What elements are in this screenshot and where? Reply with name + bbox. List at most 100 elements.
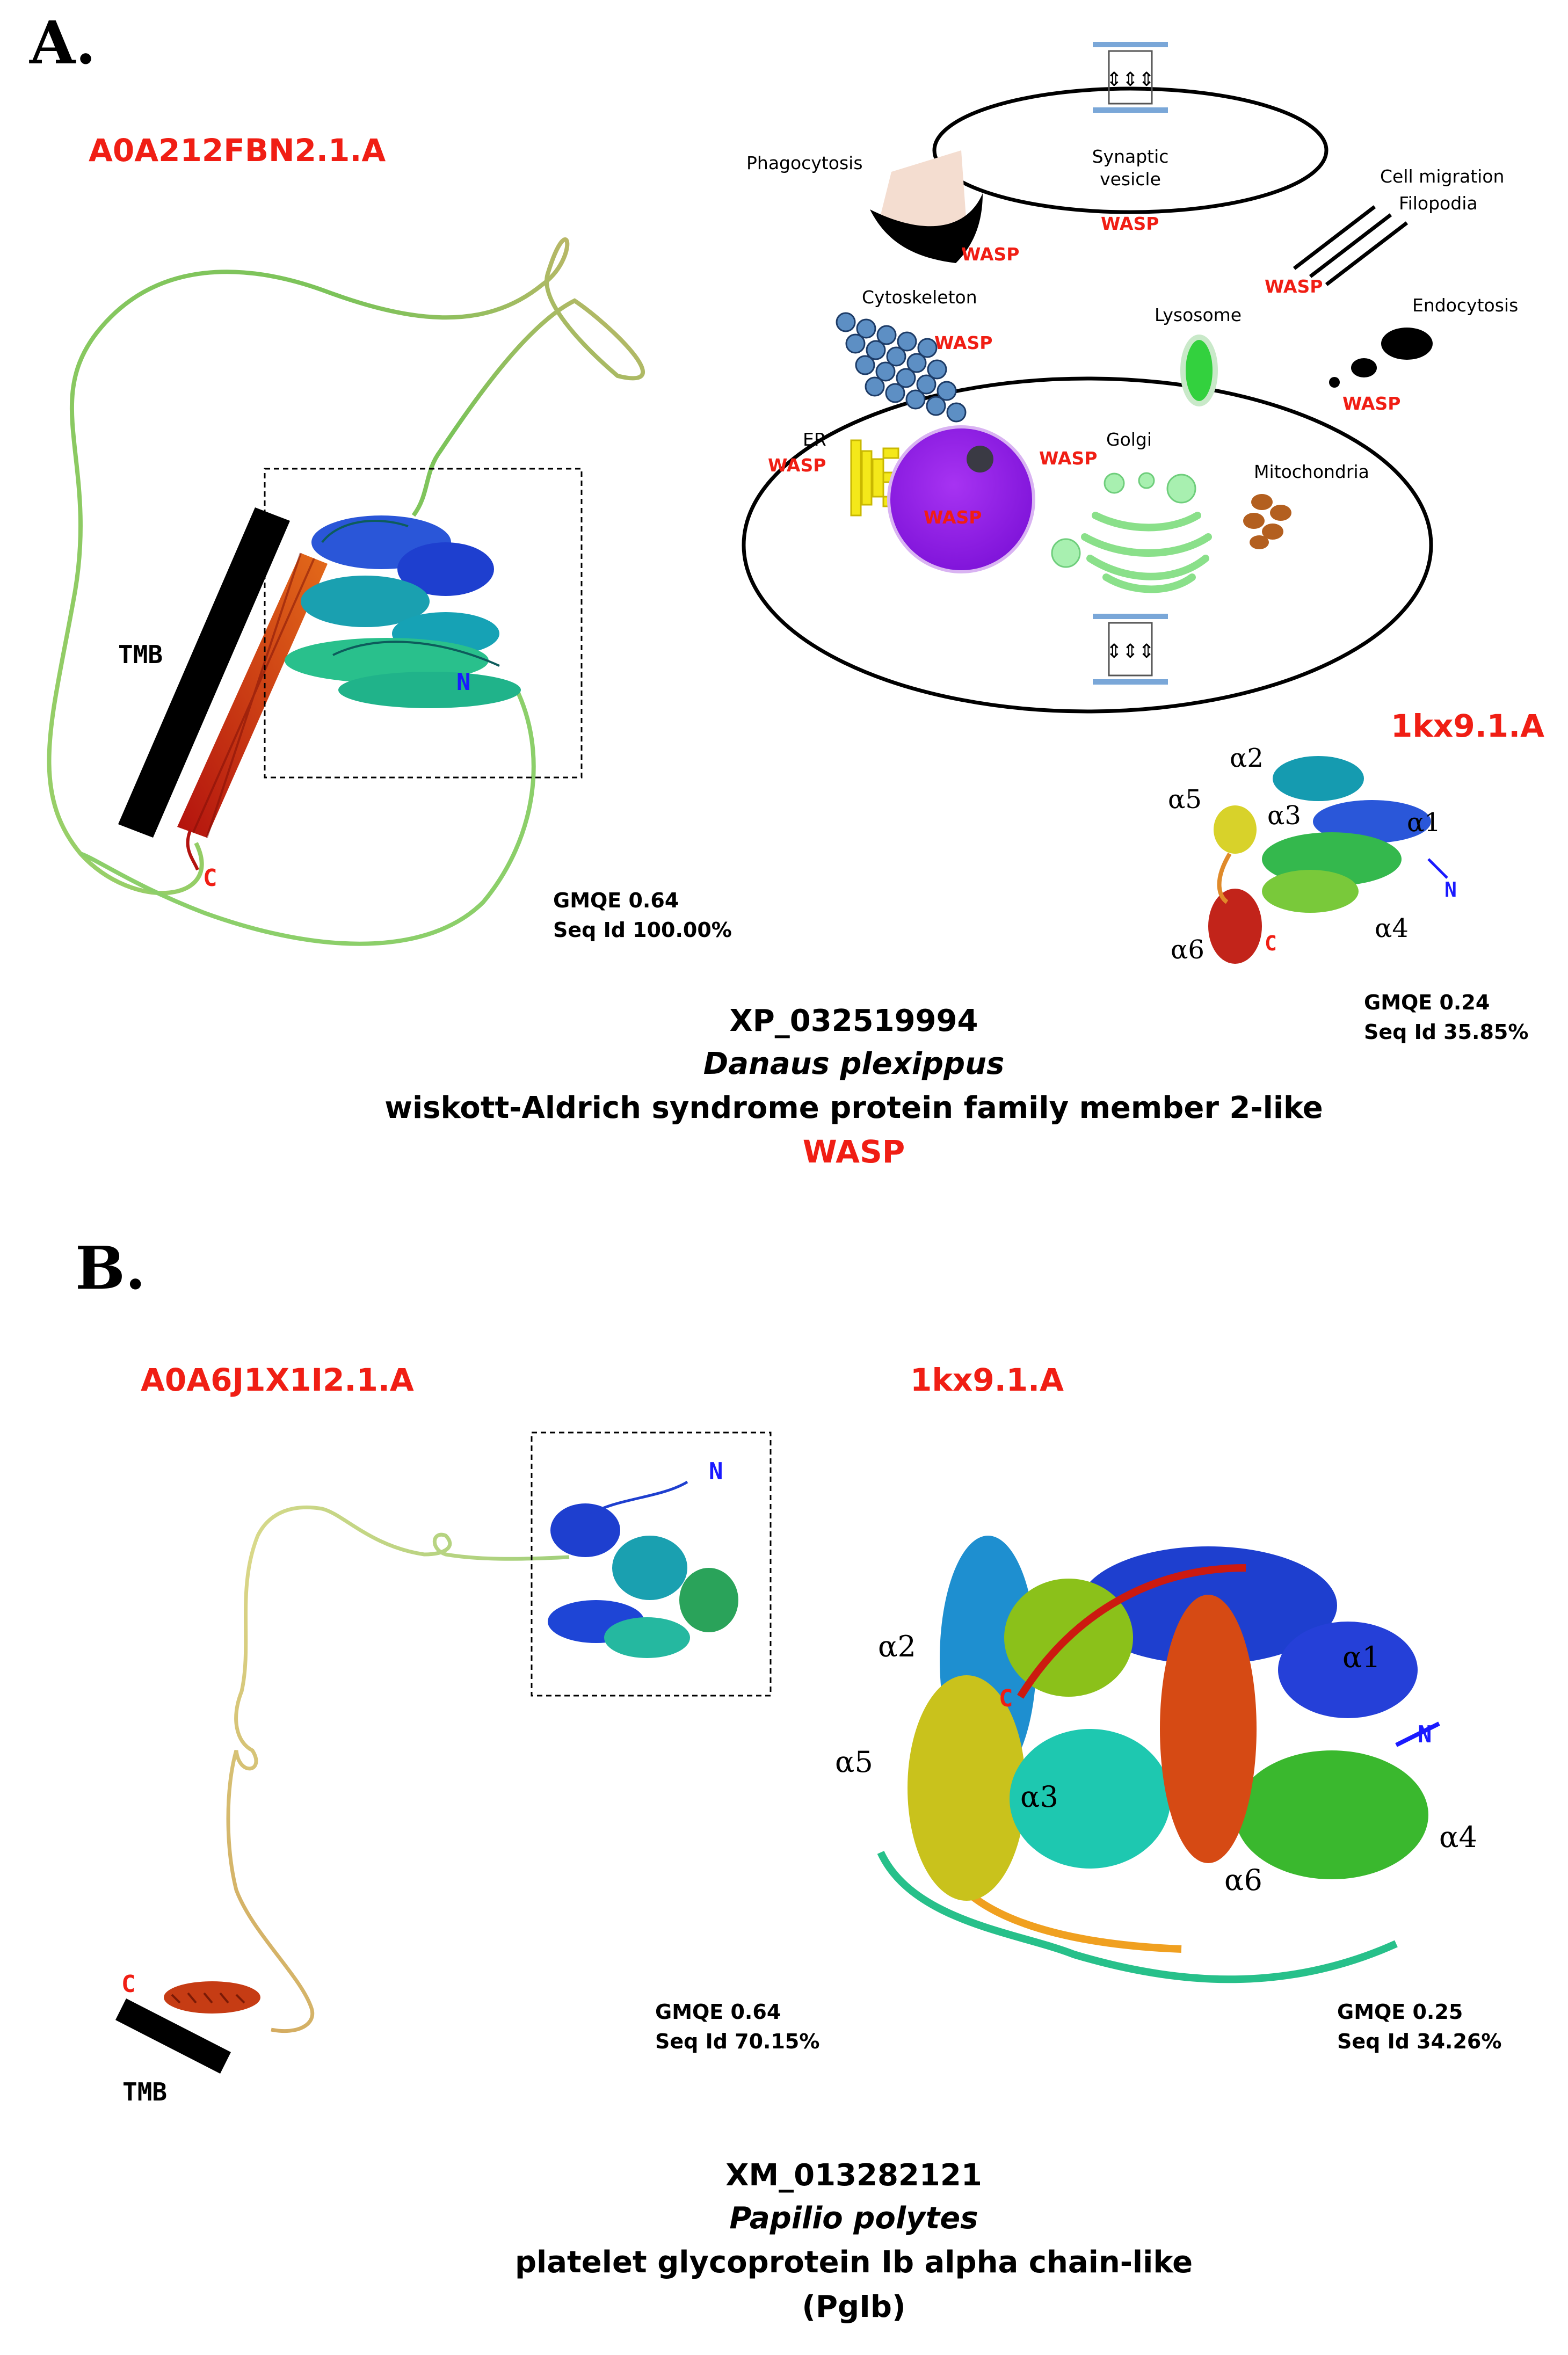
tmb-bar (118, 507, 290, 838)
label-endocytosis: Endocytosis (1412, 295, 1518, 316)
synaptic-vesicle (932, 86, 1329, 214)
wasp-er: WASP (768, 455, 826, 476)
cytoskeleton-bead (897, 331, 917, 352)
domain-box (264, 468, 583, 779)
cytoskeleton-beads (836, 312, 967, 423)
wasp-endocytosis: WASP (1342, 393, 1400, 414)
cytoskeleton-bead (865, 376, 885, 397)
panel-a-tmb: TMB (118, 640, 163, 669)
panel-a-template-c: C (1265, 932, 1277, 955)
panel-a-protein: wiskott-Aldrich syndrome protein family … (384, 1091, 1323, 1125)
disordered-loop (226, 1505, 570, 2033)
transmembrane-helix (164, 1981, 260, 2014)
panel-b-accession: XM_013282121 (725, 2158, 982, 2193)
wasp-nucleus: WASP (924, 507, 982, 528)
synapse-complex-bottom: ⇕⇕⇕ (1093, 614, 1168, 685)
panel-b-short-name: (PgIb) (802, 2289, 905, 2324)
phagocytosed-particle (881, 150, 967, 242)
wasp-phagocytosis: WASP (961, 244, 1019, 265)
panel-a-template-seqid: Seq Id 35.85% (1364, 1020, 1528, 1044)
endocytic-vesicle-large (1381, 328, 1433, 360)
panel-a-model-seqid: Seq Id 100.00% (553, 918, 732, 942)
panel-b-tmb: TMB (122, 2077, 167, 2106)
panel-b-model-id: A0A6J1X1I2.1.A (141, 1362, 414, 1398)
panel-b-template-id: 1kx9.1.A (910, 1362, 1064, 1398)
panel-a-helix-label-3: α3 (1267, 801, 1301, 831)
domain-box (531, 1431, 772, 1697)
panel-a-template-id: 1kx9.1.A (1391, 708, 1544, 744)
cytoskeleton-bead (856, 318, 876, 339)
panel-b-template-structure: N C α1 α2 α3 α4 α5 α6 (835, 1536, 1477, 1983)
wasp-golgi: WASP (1039, 448, 1097, 469)
label-synaptic: Synaptic (1092, 146, 1169, 167)
nucleus (887, 425, 1035, 573)
panel-b-template-seqid: Seq Id 34.26% (1337, 2030, 1501, 2053)
svg-text:⇕⇕⇕: ⇕⇕⇕ (1106, 69, 1155, 91)
label-er: ER (803, 429, 826, 450)
wasp-cytoskeleton: WASP (934, 332, 992, 353)
endocytic-vesicle-small (1329, 377, 1340, 388)
panel-a-letter: A. (29, 8, 96, 77)
lysosome (1180, 335, 1218, 406)
golgi-vesicles (1051, 472, 1196, 568)
panel-b-helix-label-2: α2 (878, 1630, 916, 1663)
disordered-loop (47, 237, 645, 896)
panel-a-c-terminus: C (203, 864, 217, 892)
tmb-bar (115, 1998, 231, 2074)
cytoskeleton-bead (927, 359, 947, 380)
label-filopodia: Filopodia (1399, 193, 1478, 214)
synapse-complex-top: ⇕⇕⇕ (1093, 42, 1168, 113)
panel-a-template-n: N (1444, 878, 1457, 902)
cytoskeleton-bead (917, 338, 938, 358)
golgi-apparatus (1081, 512, 1212, 593)
wasp-synaptic: WASP (1101, 213, 1159, 234)
panel-b-model-gmqe: GMQE 0.64 (655, 2000, 781, 2024)
panel-a-template-gmqe: GMQE 0.24 (1364, 991, 1490, 1014)
panel-a-accession: XP_032519994 (730, 1004, 978, 1038)
panel-a: A. A0A212FBN2.1.A TMB C N GMQE 0. (29, 8, 1544, 1170)
panel-a-model-id: A0A212FBN2.1.A (89, 132, 386, 169)
mitochondria (1243, 494, 1291, 549)
cytoskeleton-bead (875, 361, 896, 382)
label-lysosome: Lysosome (1155, 304, 1242, 325)
panel-b-helix-label-5: α5 (835, 1745, 873, 1779)
cytoskeleton-bead (926, 396, 946, 416)
endocytic-vesicle-mid (1351, 358, 1377, 377)
cytoskeleton-bead (916, 374, 937, 395)
panel-b-helix-label-1: α1 (1342, 1640, 1381, 1674)
cytoskeleton-bead (896, 368, 916, 388)
cytoskeleton-bead (866, 340, 886, 360)
wasp-filopodia: WASP (1265, 276, 1323, 297)
panel-b-template-gmqe: GMQE 0.25 (1337, 2000, 1463, 2024)
panel-a-helix-label-6: α6 (1171, 935, 1204, 965)
cytoskeleton-bead (886, 346, 906, 367)
panel-b-helix-label-4: α4 (1439, 1820, 1477, 1854)
label-golgi: Golgi (1106, 429, 1152, 450)
transmembrane-helix (177, 553, 328, 838)
cytoskeleton-bead (906, 353, 927, 373)
panel-b-helix-label-6: α6 (1224, 1863, 1262, 1897)
panel-a-template-structure: N C α1 α2 α3 α4 α5 α6 (1168, 743, 1457, 965)
panel-b-template-n: N (1418, 1721, 1432, 1748)
cytoskeleton-bead (885, 383, 905, 403)
panel-a-model-structure: TMB C N (47, 237, 645, 946)
loop-return (79, 686, 536, 946)
panel-b-model-seqid: Seq Id 70.15% (655, 2030, 819, 2053)
cytoskeleton-bead (937, 381, 957, 401)
phagocytic-cup (870, 193, 983, 263)
cytoskeleton-bead (946, 402, 967, 423)
panel-a-helix-label-5: α5 (1168, 784, 1202, 815)
cell-membrane (742, 376, 1433, 714)
label-cytoskeleton: Cytoskeleton (862, 287, 977, 308)
panel-b-n-terminus: N (709, 1458, 723, 1485)
panel-b: B. A0A6J1X1I2.1.A N C TMB GMQE 0.64 Seq … (75, 1233, 1501, 2324)
panel-b-helix-label-3: α3 (1020, 1780, 1058, 1814)
cell-diagram: ⇕⇕⇕ ⇕⇕⇕ Phagocytosis WASP Synaptic vesic… (742, 42, 1518, 714)
cytoskeleton-bead (905, 389, 926, 410)
label-vesicle: vesicle (1100, 169, 1161, 190)
cytoskeleton-bead (845, 333, 866, 354)
panel-a-model-gmqe: GMQE 0.64 (553, 889, 679, 912)
svg-text:⇕⇕⇕: ⇕⇕⇕ (1106, 641, 1155, 663)
panel-a-helix-label-4: α4 (1375, 913, 1409, 943)
panel-b-protein: platelet glycoprotein Ib alpha chain-lik… (515, 2245, 1193, 2280)
